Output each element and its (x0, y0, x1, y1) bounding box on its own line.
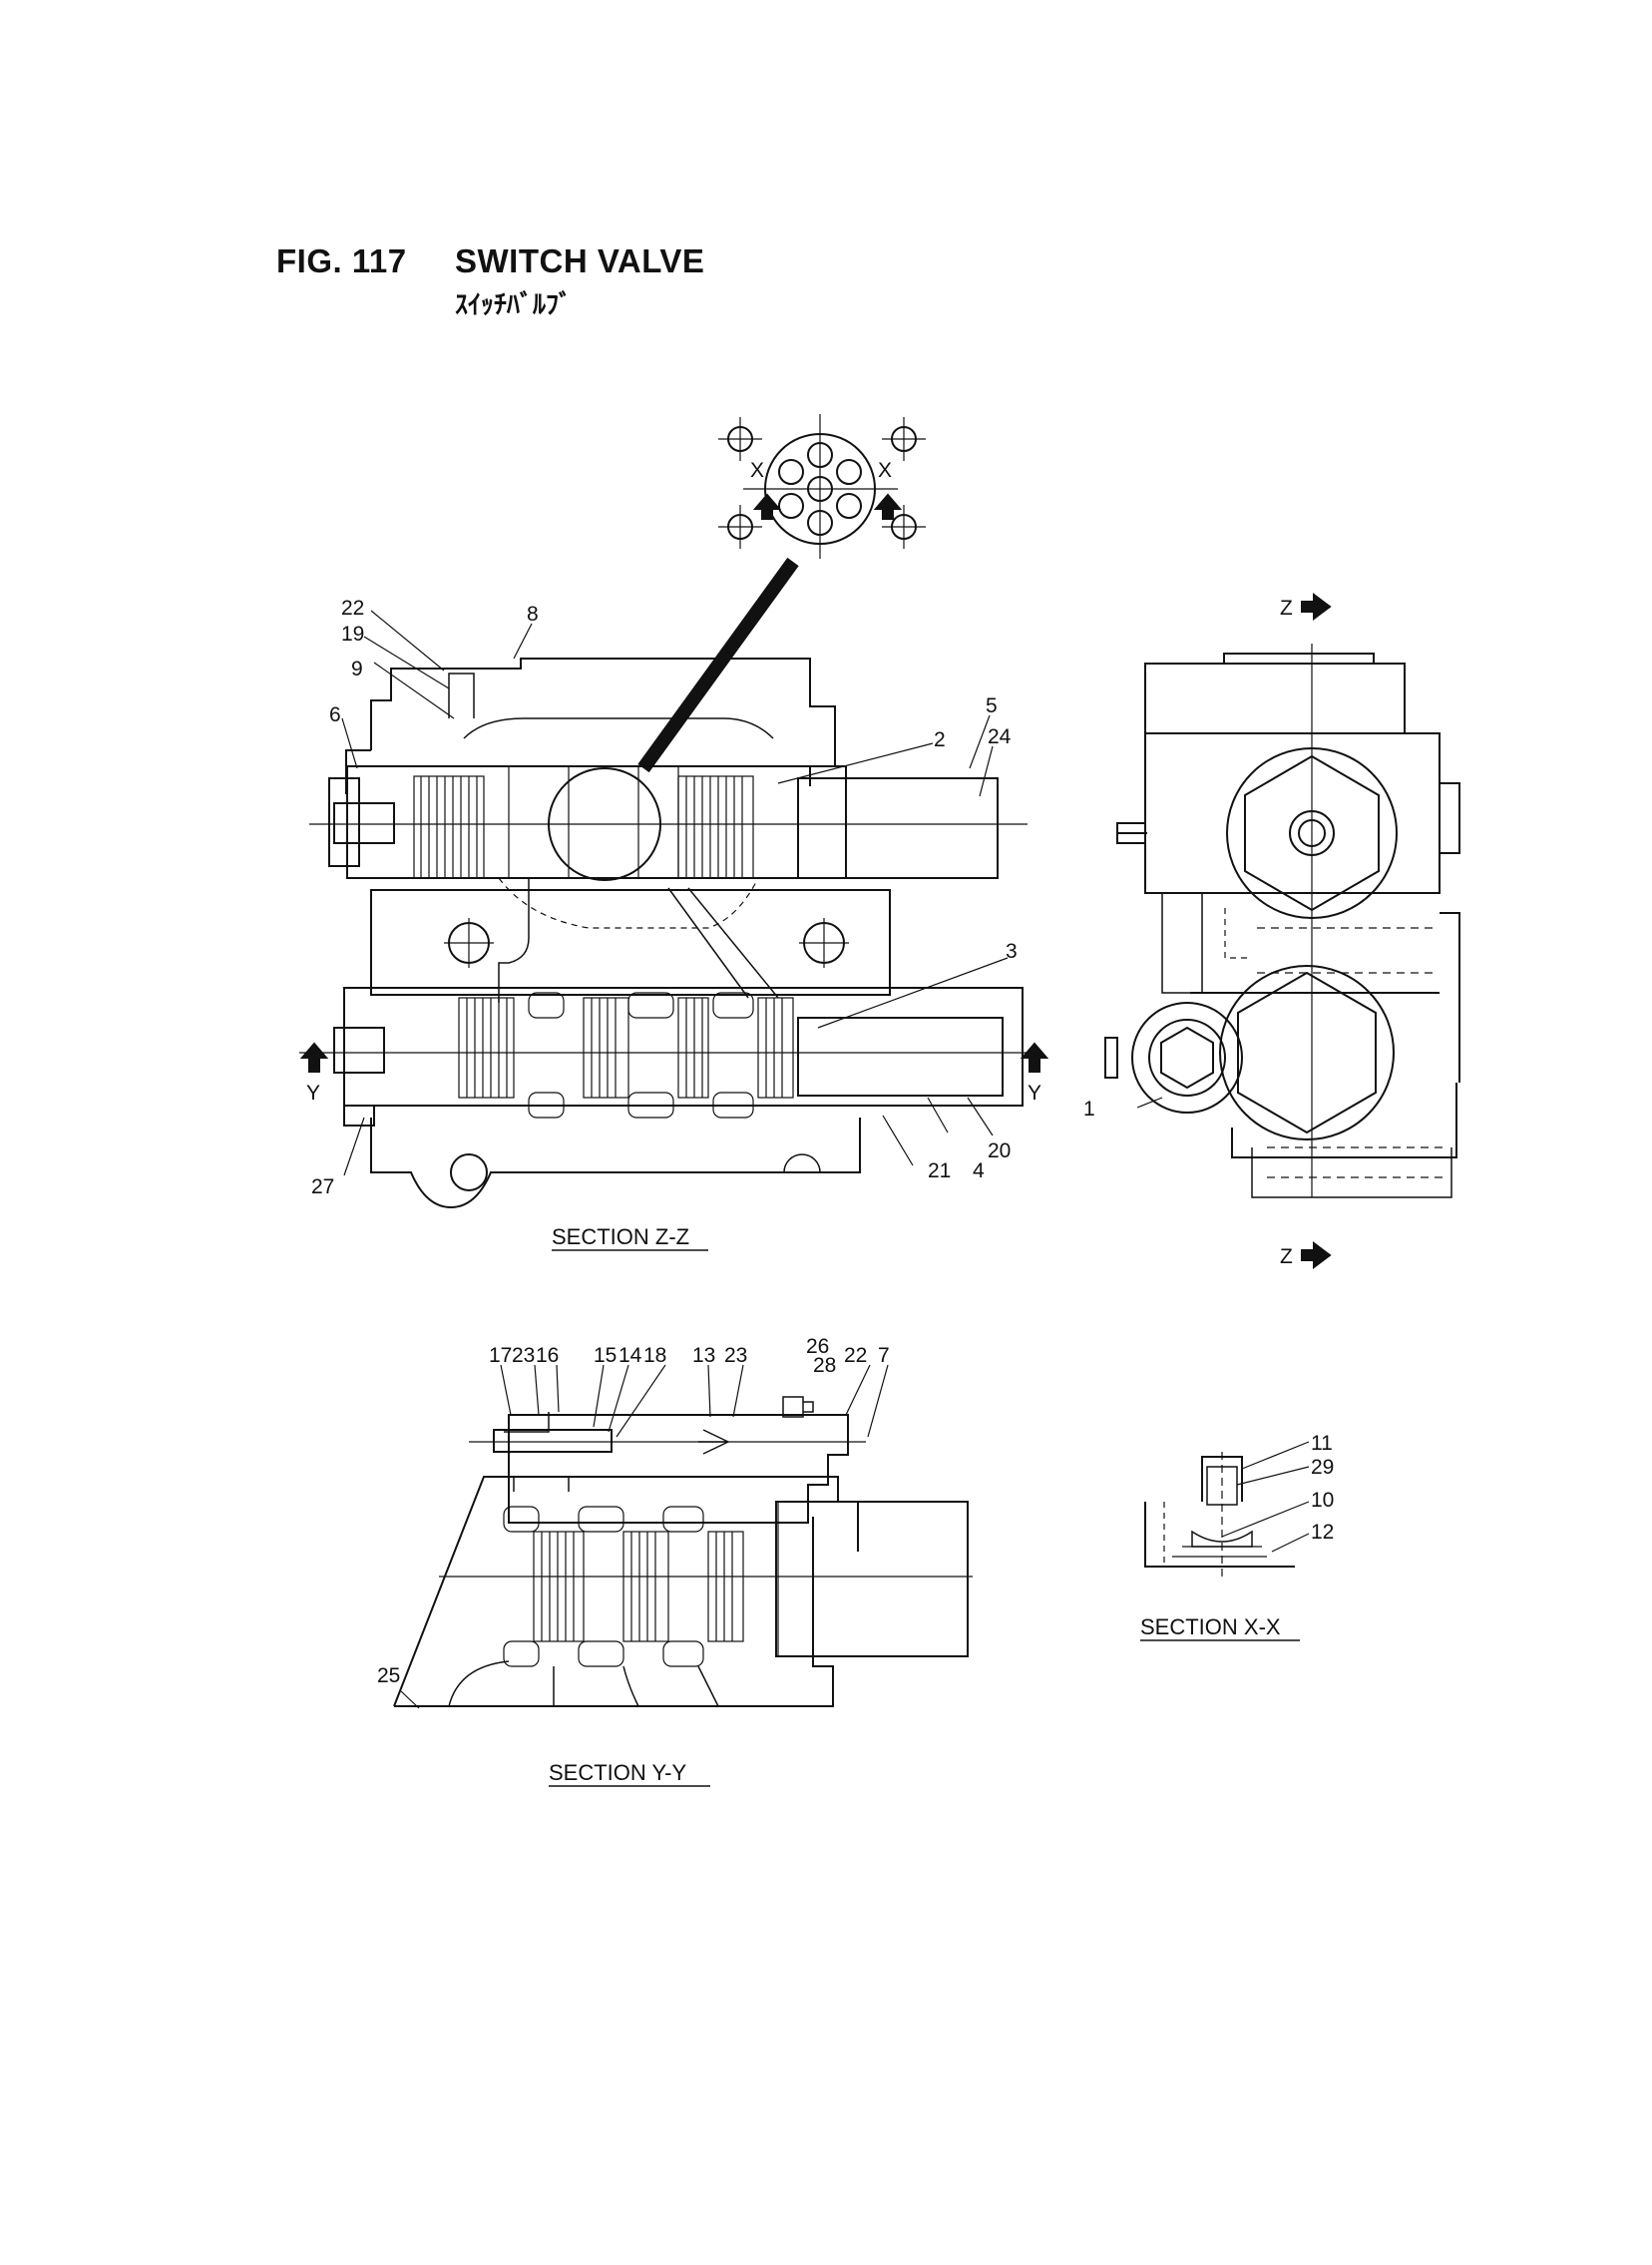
callout-25: 25 (377, 1664, 400, 1687)
callout-8: 8 (527, 603, 539, 626)
section-z-caption: SECTION Z-Z (552, 1224, 689, 1249)
callout-23a: 23 (512, 1344, 535, 1367)
z-marker-top: Z (1280, 597, 1293, 620)
callout-19: 19 (341, 623, 364, 646)
figure-number: FIG. 117 (276, 242, 407, 279)
section-y-caption: SECTION Y-Y (549, 1760, 686, 1785)
callout-11: 11 (1311, 1432, 1333, 1455)
callout-18: 18 (643, 1344, 666, 1367)
callout-5: 5 (986, 694, 998, 717)
callout-15: 15 (594, 1344, 617, 1367)
figure-title: SWITCH VALVE (455, 242, 705, 279)
callout-10: 10 (1311, 1489, 1334, 1512)
callout-26: 26 (806, 1335, 829, 1358)
callout-12: 12 (1311, 1521, 1334, 1544)
callout-21: 21 (928, 1159, 951, 1182)
callout-20: 20 (988, 1139, 1011, 1162)
x-marker-left: X (750, 459, 764, 482)
callout-13: 13 (692, 1344, 715, 1367)
callout-2: 2 (934, 728, 946, 751)
callout-4: 4 (973, 1159, 985, 1182)
callout-9: 9 (351, 658, 363, 680)
callout-leaders-main (341, 610, 1163, 1176)
y-marker-right: Y (1028, 1082, 1041, 1105)
callout-28: 28 (813, 1354, 836, 1377)
callout-17: 17 (489, 1344, 512, 1367)
callout-1: 1 (1083, 1098, 1095, 1121)
callout-leaders-y (400, 1364, 889, 1709)
callout-16: 16 (536, 1344, 559, 1367)
callout-27: 27 (311, 1175, 334, 1198)
callout-24: 24 (988, 725, 1012, 748)
bolt-pattern-detail (637, 414, 926, 773)
callout-29: 29 (1311, 1456, 1334, 1479)
callout-22-y: 22 (844, 1344, 867, 1367)
callout-6: 6 (329, 703, 341, 726)
y-marker-left: Y (306, 1082, 320, 1105)
side-view-drawing (1104, 593, 1460, 1269)
callout-3: 3 (1006, 940, 1018, 963)
callout-14: 14 (619, 1344, 642, 1367)
z-marker-bottom: Z (1280, 1245, 1293, 1268)
callout-22: 22 (341, 597, 364, 620)
section-x-caption: SECTION X-X (1140, 1614, 1281, 1639)
figure-subtitle: ｽｲｯﾁﾊﾞﾙﾌﾞ (455, 290, 573, 320)
x-marker-right: X (878, 459, 892, 482)
callout-numbers-x: 11 29 10 12 (1311, 1432, 1334, 1544)
section-y-y-drawing (393, 1396, 973, 1707)
callout-numbers-main: 22 19 9 8 6 5 2 24 3 20 21 4 27 1 (311, 597, 1095, 1198)
callout-leaders-x (1221, 1441, 1310, 1553)
callout-23b: 23 (724, 1344, 747, 1367)
section-x-x-drawing (1144, 1452, 1295, 1582)
callout-numbers-y: 17 23 16 15 14 18 13 23 26 28 22 7 25 (377, 1335, 890, 1687)
section-z-z-drawing (299, 658, 1049, 1209)
callout-7: 7 (878, 1344, 890, 1367)
